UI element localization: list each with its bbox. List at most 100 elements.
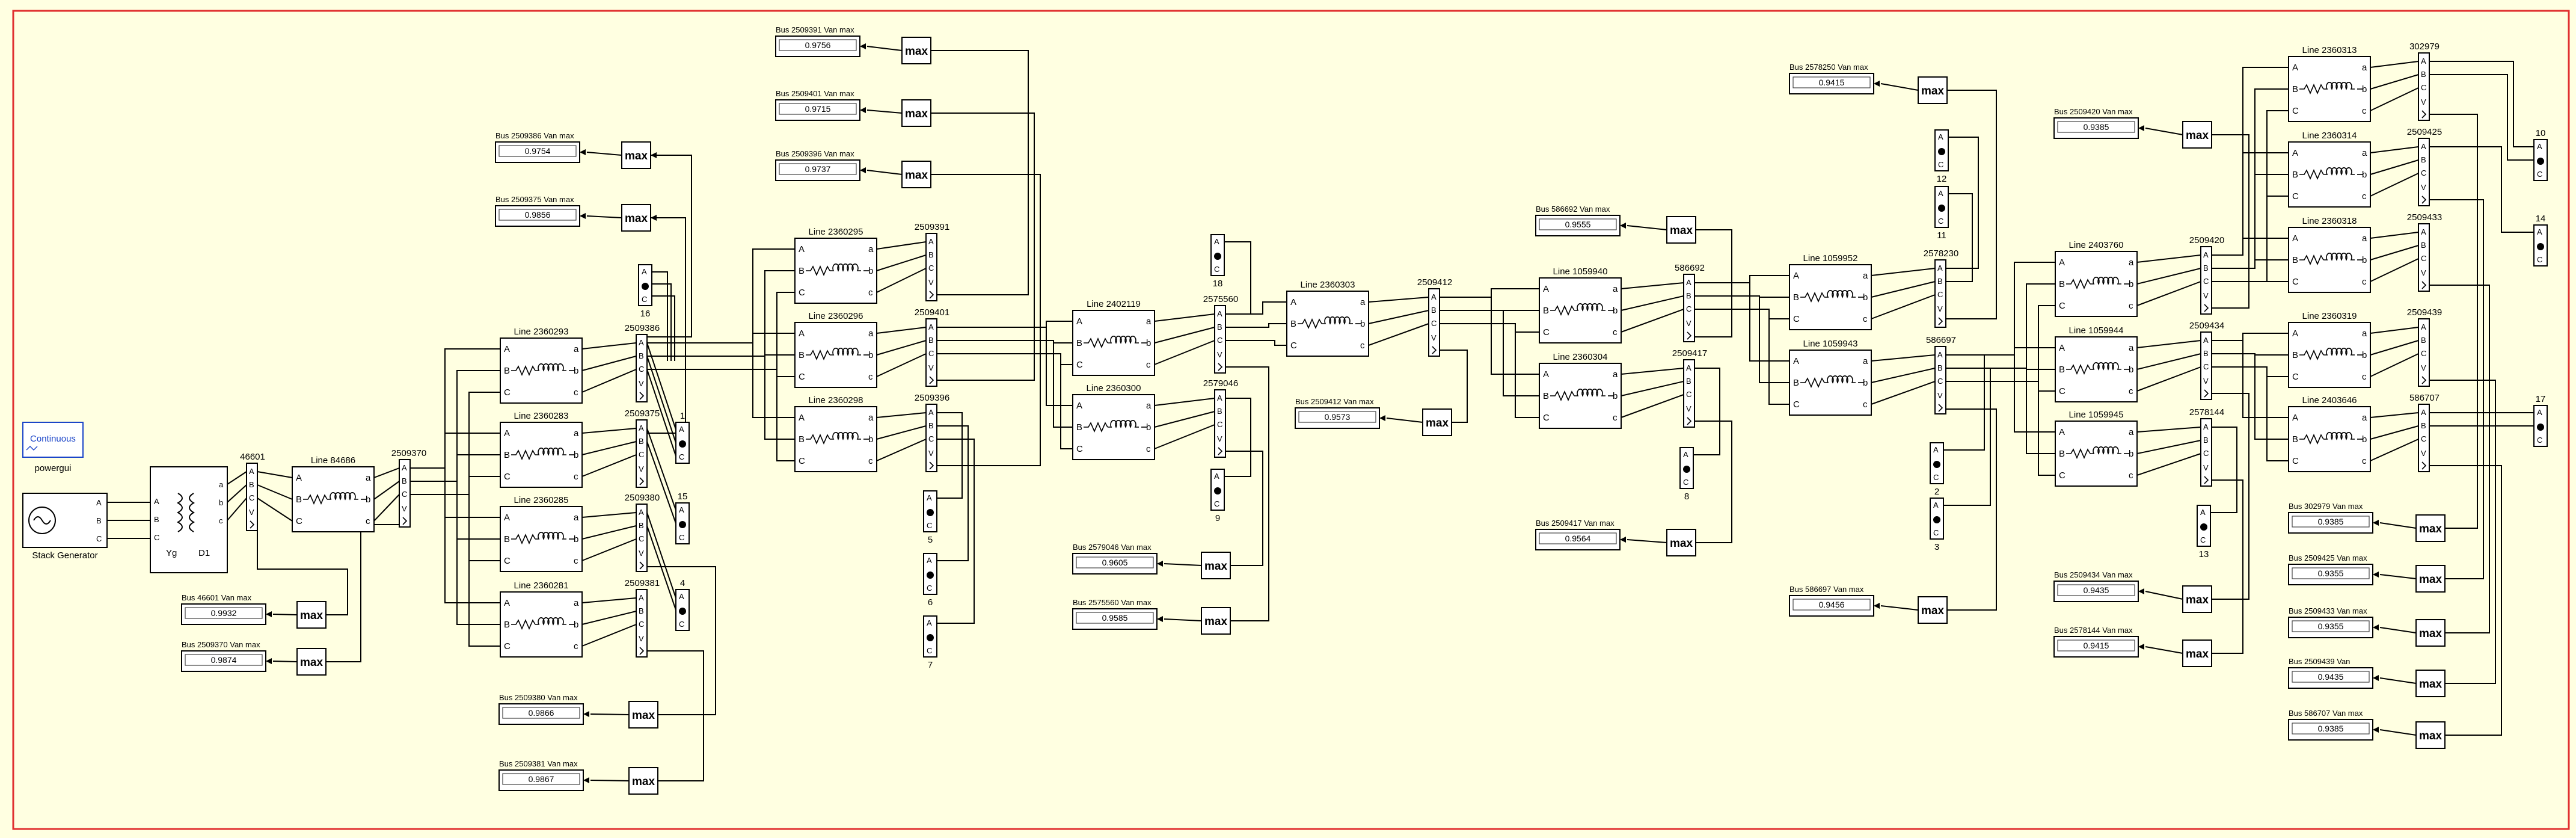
max-block[interactable]: max (2415, 619, 2446, 647)
max-block[interactable]: max (901, 161, 931, 188)
load-1[interactable]: AC1 (675, 411, 690, 464)
max-block[interactable]: max (1918, 76, 1948, 104)
max-block[interactable]: max (1918, 596, 1948, 624)
max-block[interactable]: max (296, 601, 327, 629)
max-block[interactable]: max (2182, 585, 2212, 613)
max-block[interactable]: max (2415, 565, 2446, 593)
load-4[interactable]: AC4 (675, 578, 690, 631)
load-8[interactable]: AC8 (1679, 447, 1694, 502)
max-block[interactable]: max (628, 767, 658, 795)
max-block[interactable]: max (1201, 607, 1231, 635)
load-3[interactable]: AC3 (1930, 498, 1944, 552)
max-block[interactable]: max (1201, 552, 1231, 579)
max-block[interactable]: max (901, 37, 931, 64)
max-block[interactable]: max (901, 99, 931, 127)
max-block[interactable]: max (2182, 121, 2212, 149)
max-block[interactable]: max (2415, 721, 2446, 749)
max-block[interactable]: max (2415, 514, 2446, 542)
max-block[interactable]: max (296, 648, 327, 676)
max-block[interactable]: max (628, 701, 658, 729)
max-block[interactable]: max (621, 204, 651, 232)
max-block[interactable]: max (1422, 408, 1452, 436)
load-9[interactable]: AC9 (1210, 469, 1225, 523)
max-block[interactable]: max (1666, 216, 1696, 244)
max-block[interactable]: max (621, 141, 651, 169)
load-7[interactable]: AC7 (923, 615, 937, 670)
load-5[interactable]: AC5 (923, 490, 937, 545)
max-block[interactable]: max (2415, 670, 2446, 697)
max-block[interactable]: max (2182, 639, 2212, 667)
